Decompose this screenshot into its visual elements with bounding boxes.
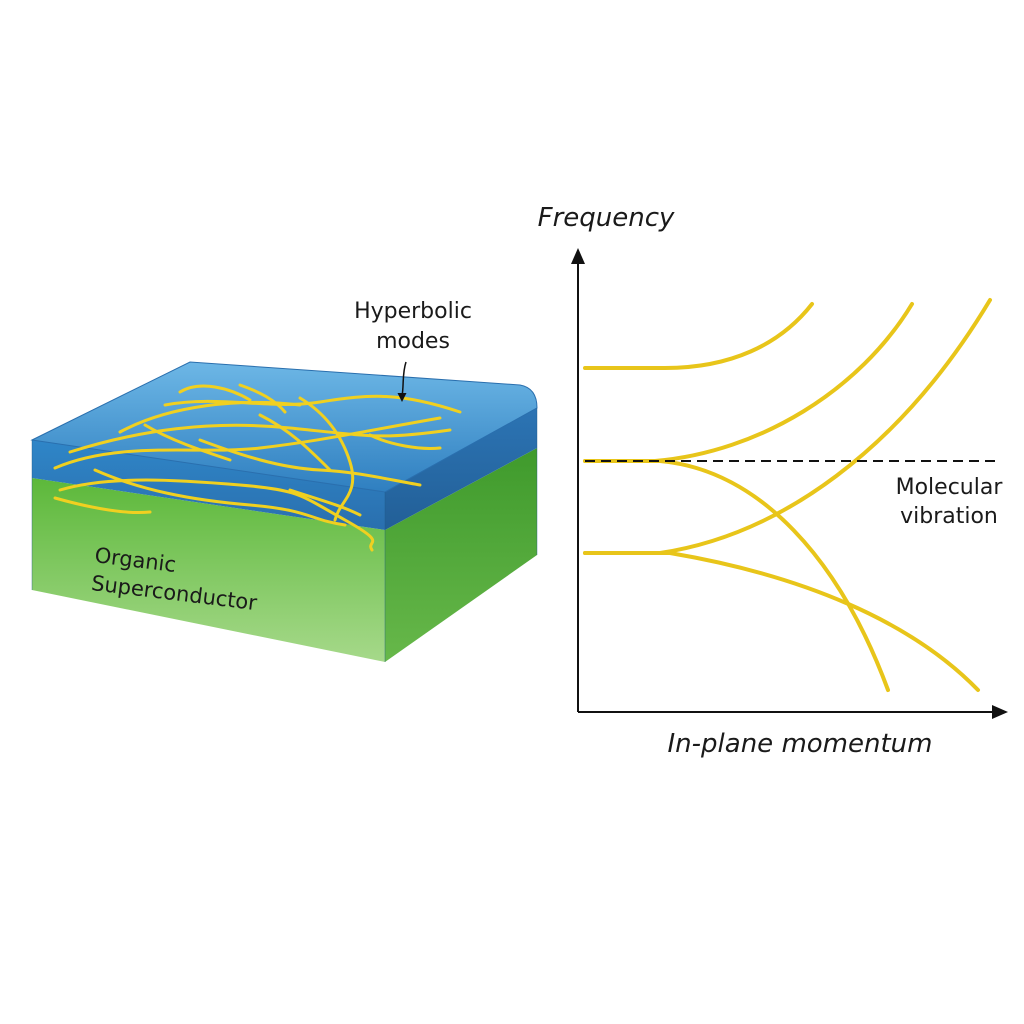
mode-filament (298, 396, 355, 522)
slab-front-body (32, 478, 385, 662)
hyperbolic-mode-filaments (53, 383, 462, 552)
x-axis-arrowhead (992, 705, 1008, 719)
molecular-vibration-label-line2: vibration (900, 504, 998, 529)
mode-filament (58, 478, 375, 552)
material-slab: Hyperbolic modes Organic Superconductor (30, 299, 538, 662)
mode-filament (143, 423, 232, 462)
mode-filament (53, 496, 152, 515)
middle-upper-branch (583, 302, 914, 463)
callout-arrow (397, 361, 407, 402)
mode-filament (258, 413, 332, 472)
lower-falling-branch (583, 551, 980, 692)
hyperbolic-modes-label-line1: Hyperbolic (354, 299, 472, 324)
lower-rising-branch (583, 298, 992, 555)
molecular-vibration-label-line1: Molecular (896, 475, 1004, 500)
slab-edge-lines (31, 408, 538, 662)
slab-front-top-layer (32, 440, 385, 530)
slab-side-body (385, 448, 537, 662)
mode-filament (368, 433, 442, 450)
hyperbolic-modes-label-line2: modes (376, 329, 450, 354)
mode-filament (178, 384, 252, 402)
mode-filament (53, 416, 442, 470)
upper-polariton-branch (583, 302, 814, 370)
mode-filament (198, 438, 422, 487)
middle-lower-branch (583, 459, 890, 692)
mode-filament (288, 488, 362, 517)
mode-filament (163, 394, 462, 414)
y-axis-arrowhead (571, 248, 585, 264)
mode-filament (68, 423, 452, 454)
mode-filament (93, 468, 347, 527)
y-axis-title: Frequency (538, 203, 675, 233)
slab-side-top-layer (385, 408, 537, 530)
dispersion-diagram: Frequency In-plane momentum Molecular vi… (538, 203, 1008, 759)
mode-filament (238, 383, 287, 414)
dispersion-curves (583, 298, 992, 692)
x-axis-title: In-plane momentum (668, 729, 933, 759)
